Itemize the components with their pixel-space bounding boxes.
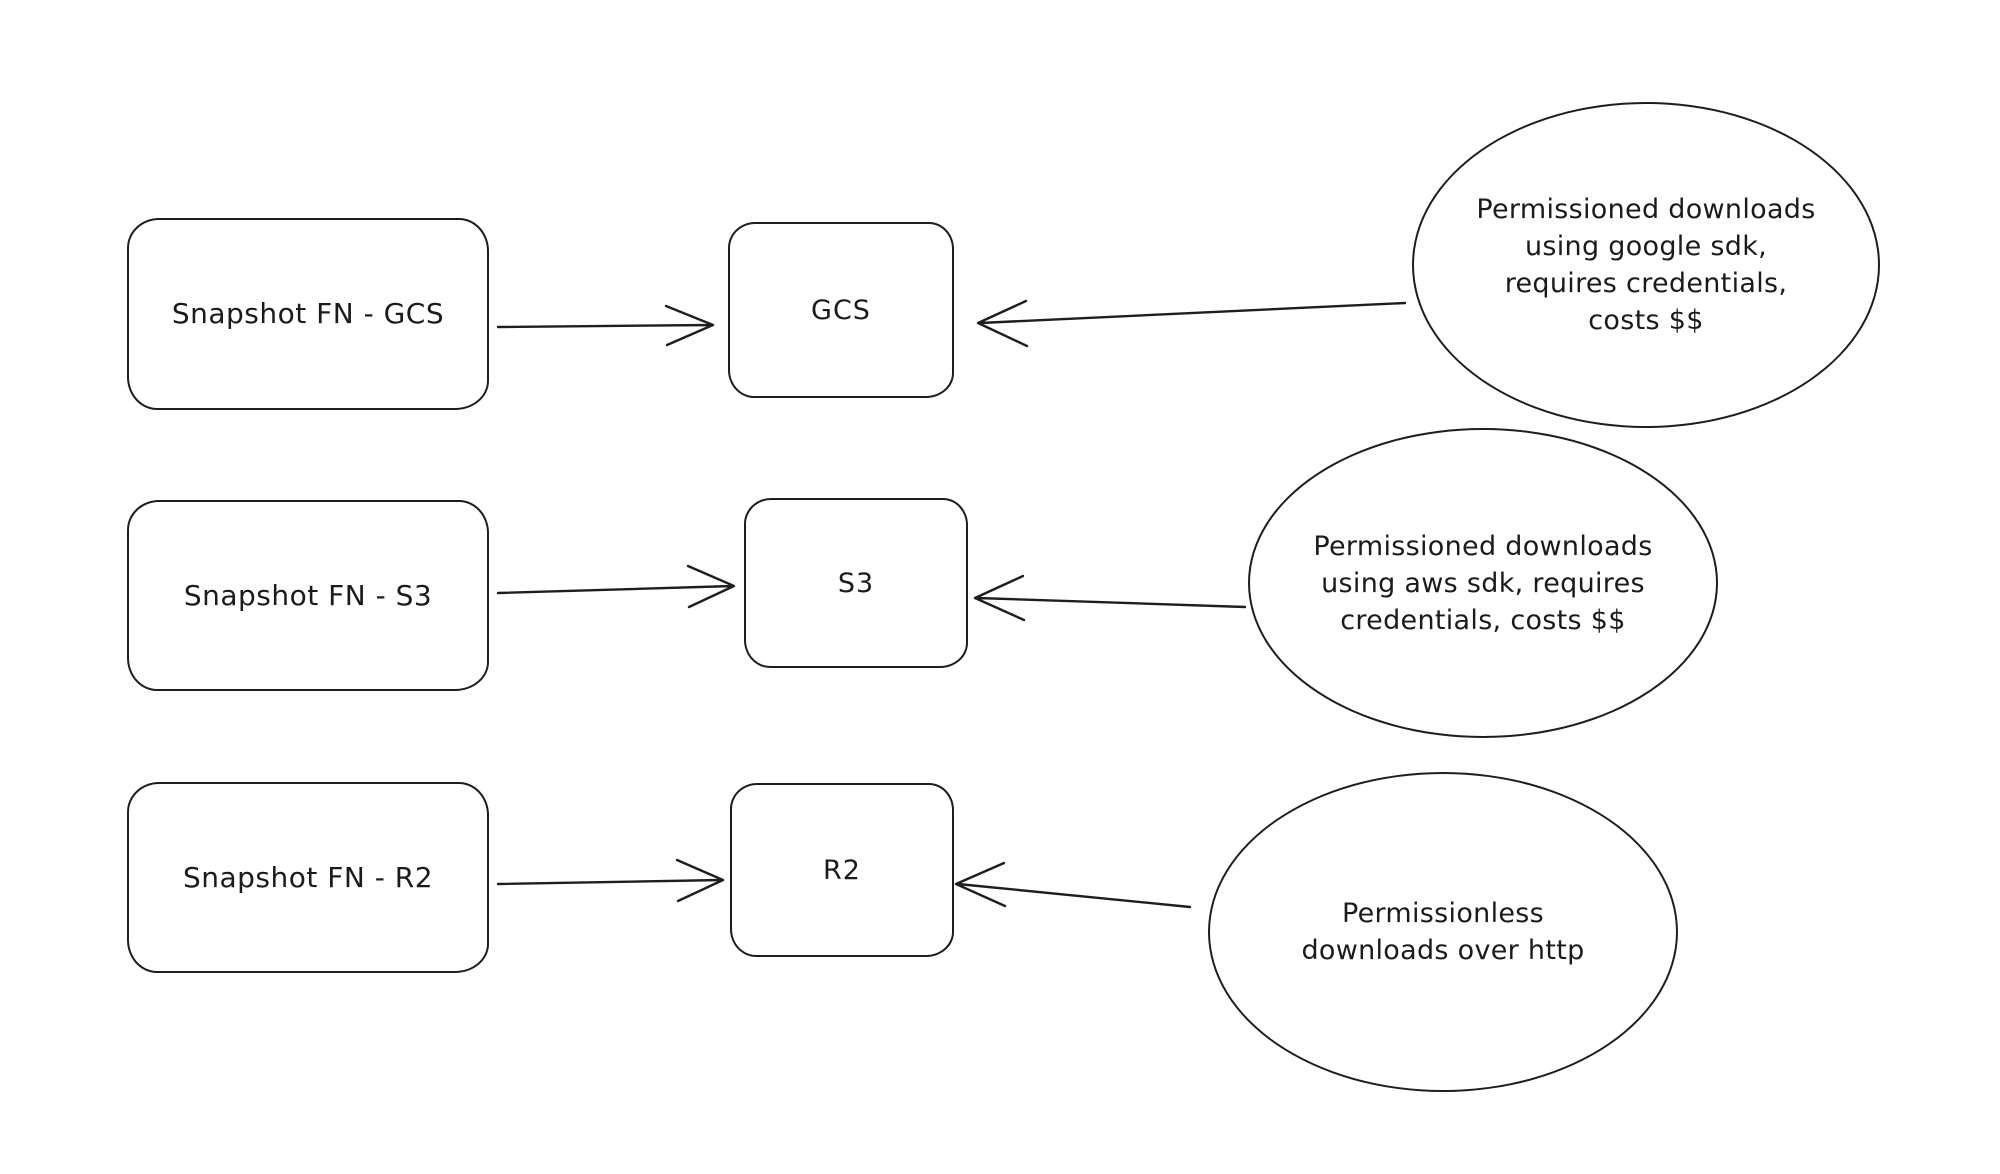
node-s3: S3 [744,498,968,668]
node-snapshot-fn-gcs-label: Snapshot FN - GCS [171,297,445,331]
note-r2-line: downloads over http [1301,935,1585,966]
node-snapshot-fn-r2-label: Snapshot FN - R2 [182,860,434,894]
note-s3-line: Permissioned downloads [1313,530,1653,562]
note-r2-line: Permissionless [1341,898,1545,929]
arrow-note-to-gcs [976,299,1407,348]
node-gcs: GCS [728,222,954,398]
node-snapshot-fn-s3: Snapshot FN - S3 [127,500,489,691]
note-ellipse-r2: Permissionless downloads over http [1208,772,1678,1092]
node-snapshot-fn-s3-label: Snapshot FN - S3 [183,578,433,612]
note-ellipse-s3: Permissioned downloads using aws sdk, re… [1248,428,1718,738]
note-ellipse-gcs: Permissioned downloads using google sdk,… [1412,102,1880,428]
node-r2: R2 [730,783,954,957]
arrow-note-to-r2 [954,861,1192,909]
node-s3-label: S3 [837,567,875,599]
note-gcs-line: Permissioned downloads [1476,194,1816,225]
node-r2-label: R2 [823,854,861,886]
note-gcs-line: requires credentials, [1504,268,1788,299]
arrow-snapshot-to-s3 [496,564,736,609]
arrow-snapshot-to-r2 [496,858,725,903]
node-gcs-label: GCS [811,294,871,326]
arrow-note-to-s3 [973,574,1247,622]
node-snapshot-fn-gcs: Snapshot FN - GCS [127,218,489,410]
note-gcs-line: costs $$ [1588,305,1704,336]
node-snapshot-fn-r2: Snapshot FN - R2 [127,782,489,973]
note-gcs-line: using google sdk, [1524,231,1768,262]
arrow-snapshot-to-gcs [496,304,715,347]
note-s3-line: using aws sdk, requires [1321,567,1645,599]
note-s3-line: credentials, costs $$ [1340,604,1626,636]
